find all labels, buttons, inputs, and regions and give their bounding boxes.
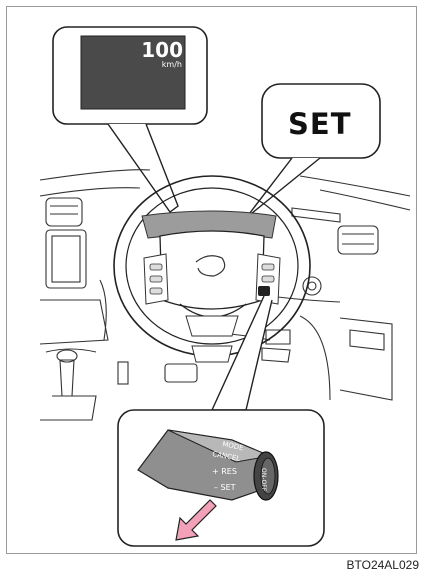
lever-label-minus-set: – SET [214, 483, 236, 492]
lever-label-cancel: CANCEL [212, 450, 241, 463]
figure-code: BTO24AL029 [347, 558, 420, 572]
lever-label-mode: MODE [222, 440, 245, 452]
lever-label-on-off: ON-OFF [260, 468, 267, 492]
lever-label-plus-res: + RES [212, 467, 237, 476]
